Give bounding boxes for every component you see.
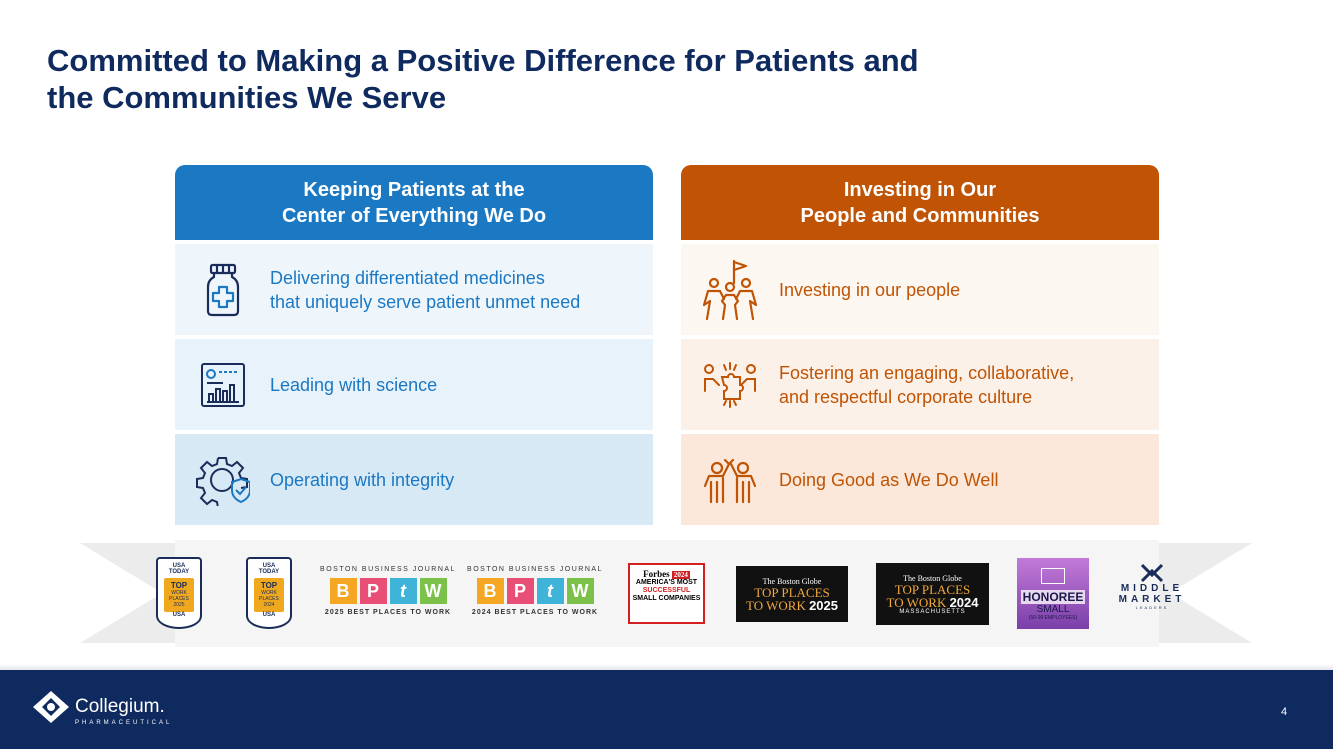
middle-market-leaders-badge: MIDDLE MARKET LEADERS	[1119, 563, 1183, 627]
pillar-text-community: Doing Good as We Do Well	[779, 469, 999, 490]
pillar-text-culture: Fostering an engaging, collaborative, an…	[779, 362, 1075, 407]
bptw-2025-badge: BOSTON BUSINESS JOURNAL B P t W 2025 BES…	[320, 566, 456, 616]
pillar-row-medicines: Delivering differentiated medicines that…	[175, 244, 653, 335]
usa-today-2024-badge: USA TODAY TOP WORK PLACES 2024 USA	[246, 557, 292, 629]
pillar-text-medicines: Delivering differentiated medicines that…	[270, 267, 581, 312]
logo-wordmark: Collegium.	[75, 696, 165, 717]
pillar-row-culture: Fostering an engaging, collaborative, an…	[681, 339, 1159, 430]
page-number: 4	[1281, 706, 1288, 718]
middle-market-logo-icon	[1140, 563, 1164, 583]
pillar-row-integrity: Operating with integrity	[175, 434, 653, 525]
patients-column-header: Keeping Patients at the Center of Everyt…	[175, 165, 653, 240]
research-chart-icon	[175, 339, 270, 430]
usa-today-2025-badge: USA TODAY TOP WORK PLACES 2025 USA	[156, 557, 202, 629]
high-five-icon	[681, 434, 779, 525]
team-flag-icon	[681, 244, 779, 335]
pillar-text-science: Leading with science	[270, 374, 438, 395]
collegium-logo-mark-icon	[33, 691, 69, 723]
pillar-row-science: Leading with science	[175, 339, 653, 430]
pillar-row-people: Investing in our people	[681, 244, 1159, 335]
boston-globe-2025-badge: The Boston Globe TOP PLACES TO WORK 2025	[736, 566, 848, 622]
footer-bar	[0, 670, 1333, 749]
honoree-emblem	[1041, 568, 1065, 584]
gear-shield-icon	[175, 434, 270, 525]
bptw-2024-badge: BOSTON BUSINESS JOURNAL B P t W 2024 BES…	[467, 566, 603, 616]
pillar-row-community: Doing Good as We Do Well	[681, 434, 1159, 525]
pillar-text-people: Investing in our people	[779, 279, 961, 300]
patients-column: Keeping Patients at the Center of Everyt…	[175, 165, 653, 525]
forbes-badge: Forbes 2024 AMERICA'S MOST SUCCESSFUL SM…	[628, 563, 705, 624]
logo-subtitle: PHARMACEUTICAL	[75, 720, 173, 726]
people-column: Investing in Our People and Communities …	[681, 165, 1159, 525]
collaboration-puzzle-icon	[681, 339, 779, 430]
title-line-2: the Communities We Serve	[47, 80, 447, 115]
pillar-text-integrity: Operating with integrity	[270, 469, 455, 490]
collegium-logo: Collegium. PHARMACEUTICAL	[31, 689, 169, 726]
slide-title: Committed to Making a Positive Differenc…	[47, 42, 1047, 116]
medicine-bottle-icon	[175, 244, 270, 335]
title-line-1: Committed to Making a Positive Differenc…	[47, 43, 919, 78]
people-column-header: Investing in Our People and Communities	[681, 165, 1159, 240]
honoree-badge: HONOREE SMALL (50-99 EMPLOYEES)	[1017, 558, 1089, 629]
footer-shadow	[0, 664, 1333, 670]
boston-globe-2024-badge: The Boston Globe TOP PLACES TO WORK 2024…	[876, 563, 989, 625]
